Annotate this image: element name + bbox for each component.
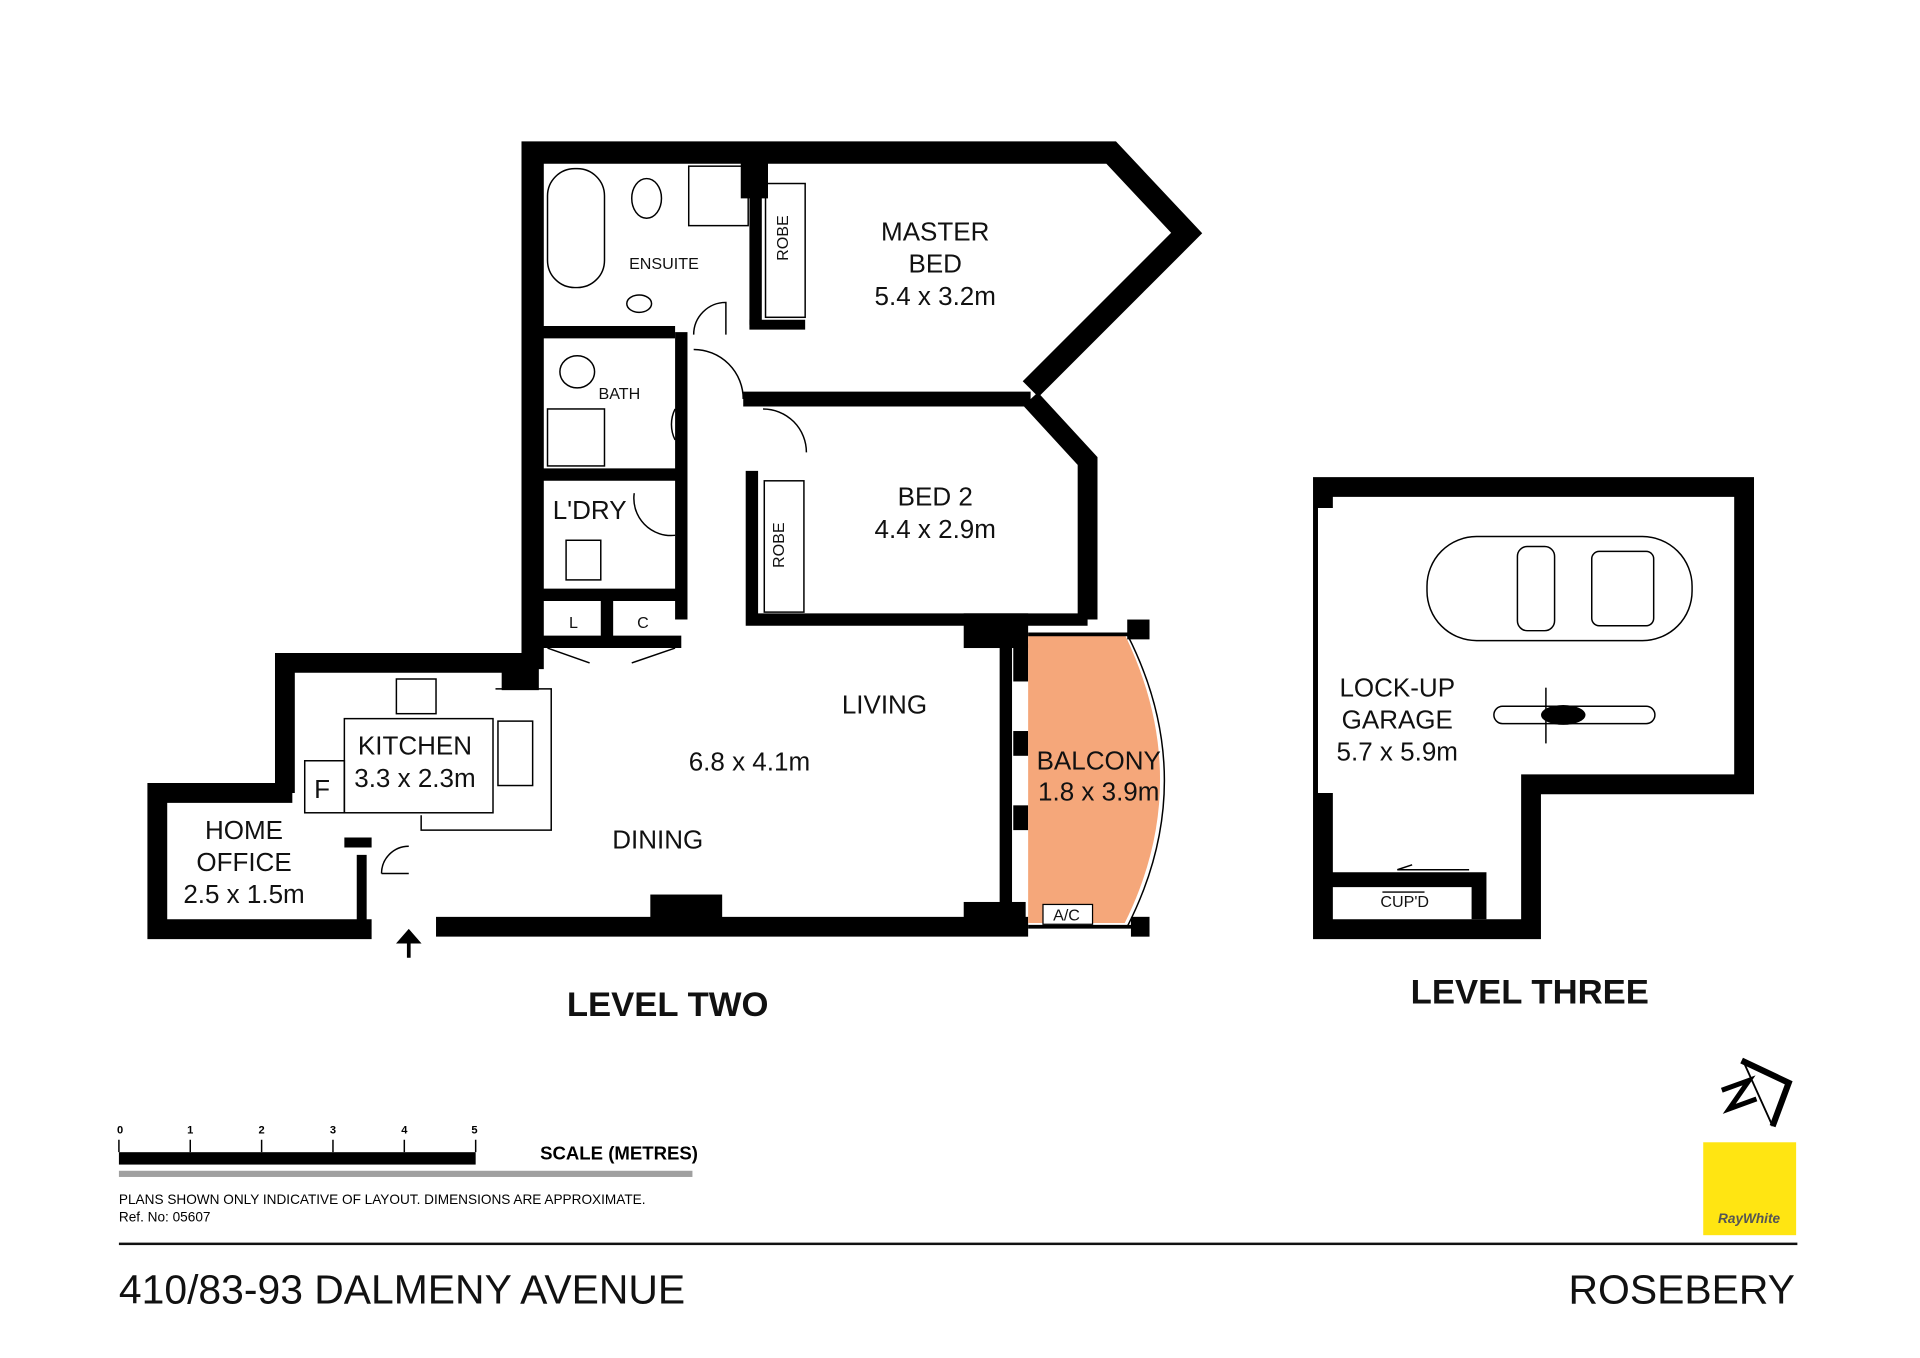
bath-label: BATH	[598, 385, 640, 403]
scale-tick-label: 1	[187, 1125, 193, 1137]
level-three-walls	[1313, 477, 1755, 940]
garage-dimensions: 5.7 x 5.9m	[1337, 737, 1458, 767]
garage-label: LOCK-UP	[1339, 672, 1455, 702]
ensuite-label: ENSUITE	[629, 255, 699, 273]
bed2-dimensions: 4.4 x 2.9m	[875, 514, 996, 544]
bed2-label: BED 2	[898, 482, 973, 512]
scale-tick-label: 2	[259, 1125, 265, 1137]
fixtures	[303, 165, 808, 831]
sink-icon	[497, 720, 534, 787]
master-bed-label-2: BED	[908, 249, 961, 279]
toilet-icon	[630, 177, 663, 219]
fridge-label: F	[314, 774, 330, 804]
laundry-label: L'DRY	[553, 495, 627, 525]
home-office-label: HOME	[205, 815, 283, 845]
level-two-walls	[147, 141, 1203, 958]
master-bed-label: MASTER	[881, 216, 989, 246]
logo-text: RayWhite	[1718, 1211, 1780, 1226]
room-labels: ENSUITE MASTER BED 5.4 x 3.2m ROBE BATH …	[183, 215, 1458, 925]
garage-label-2: GARAGE	[1342, 705, 1453, 735]
home-office-dimensions: 2.5 x 1.5m	[183, 879, 304, 909]
dining-label: DINING	[612, 825, 703, 855]
scale-tick-label: 4	[401, 1125, 408, 1137]
bathtub-icon	[546, 167, 606, 289]
scale-tick-label: 3	[330, 1125, 336, 1137]
basin-icon	[626, 294, 653, 314]
toilet-icon	[559, 354, 596, 389]
entry-arrow-icon	[396, 928, 422, 958]
scale-label: SCALE (METRES)	[540, 1143, 698, 1164]
living-label: LIVING	[842, 690, 927, 720]
balcony-label: BALCONY	[1037, 745, 1161, 775]
kitchen-label: KITCHEN	[358, 731, 472, 761]
linen-label: L	[569, 614, 578, 632]
kitchen-dimensions: 3.3 x 2.3m	[354, 763, 475, 793]
level-two-title: LEVEL TWO	[567, 986, 769, 1024]
balcony-dimensions: 1.8 x 3.9m	[1038, 776, 1159, 806]
scale-tick-label: 0	[117, 1125, 123, 1137]
north-arrow-icon	[1720, 1057, 1793, 1128]
shower-icon	[687, 165, 749, 227]
master-bed-dimensions: 5.4 x 3.2m	[875, 281, 996, 311]
home-office-label-2: OFFICE	[196, 847, 291, 877]
footer-divider	[118, 1242, 1798, 1246]
car-icon	[1426, 535, 1693, 642]
laundry-tub-icon	[565, 539, 602, 581]
living-dining-dimensions: 6.8 x 4.1m	[689, 747, 810, 777]
motorcycle-icon	[1493, 687, 1656, 744]
robe-label: ROBE	[770, 522, 788, 568]
balcony	[1028, 619, 1166, 937]
robe-label: ROBE	[774, 215, 792, 261]
scale-bar: 0 1 2 3 4 5 SCALE (METRES)	[117, 1125, 698, 1177]
cupboard-label: C	[637, 614, 649, 632]
address: 410/83-93 DALMENY AVENUE	[119, 1266, 685, 1312]
cupboard-garage-label: CUP'D	[1380, 893, 1429, 911]
scale-tick-label: 5	[471, 1125, 477, 1137]
fridge-space	[303, 760, 346, 814]
suburb: ROSEBERY	[1569, 1266, 1795, 1312]
disclaimer: PLANS SHOWN ONLY INDICATIVE OF LAYOUT. D…	[119, 1192, 646, 1207]
shower-icon	[546, 408, 606, 467]
raywhite-logo: RayWhite	[1703, 1142, 1797, 1236]
level-three-title: LEVEL THREE	[1411, 974, 1649, 1012]
reference-number: Ref. No: 05607	[119, 1210, 211, 1225]
ac-label: A/C	[1053, 907, 1080, 925]
cooktop-icon	[395, 678, 437, 715]
